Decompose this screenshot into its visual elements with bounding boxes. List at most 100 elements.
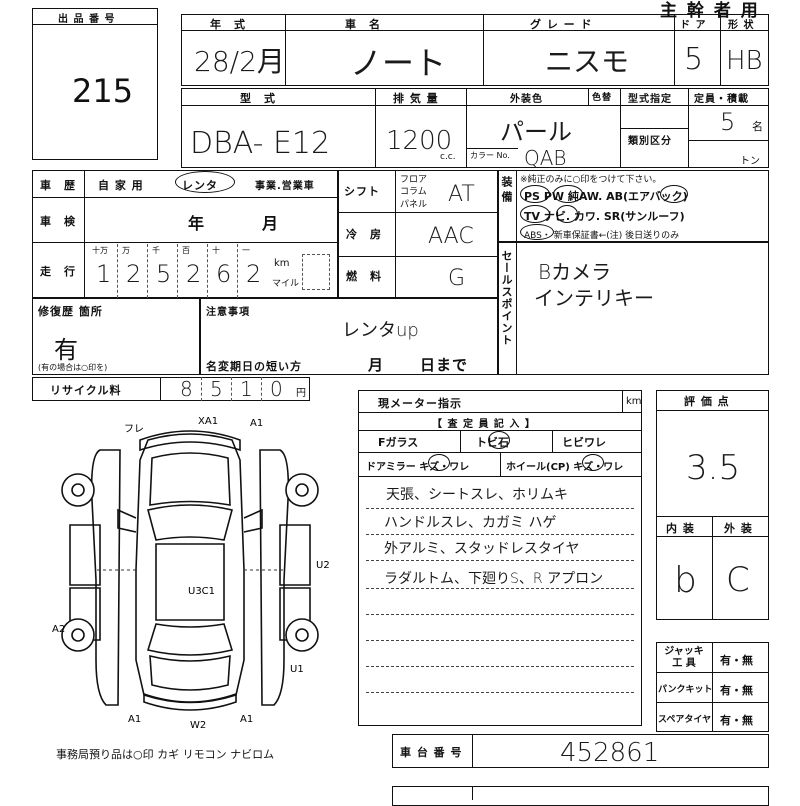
jack-label: ジャッキ 工 具: [664, 646, 704, 669]
mileage-place-label: 一: [242, 246, 250, 255]
short-name-label: 名変期日の短い方: [206, 360, 302, 373]
mark-w2: W2: [190, 720, 206, 731]
ab-circle: [660, 185, 688, 203]
notice-value: レンタup: [342, 320, 419, 341]
capacity-unit: 名: [752, 120, 763, 133]
mileage-unit-mile: マイル: [272, 279, 300, 289]
mark-u1: U1: [290, 664, 304, 675]
mileage-place-label: 万: [122, 246, 130, 255]
notice-box: [200, 298, 498, 375]
inspection-month: 月: [262, 214, 280, 233]
car-name-label: 車 名: [345, 18, 381, 31]
mileage-place-label: 千: [152, 246, 160, 255]
fuel-value: G: [448, 266, 466, 291]
tobi-circle: [488, 431, 510, 449]
mileage-place-label: 百: [182, 246, 190, 255]
notice-day: 日まで: [420, 356, 469, 374]
recycle-label: リサイクル料: [50, 384, 122, 397]
recycle-digit-cell: 5: [202, 377, 232, 401]
inspector-box: [358, 390, 642, 726]
inspection-year: 年: [188, 214, 206, 233]
mileage-digit: 2: [186, 260, 202, 288]
recycle-digit: 0: [270, 377, 283, 401]
shift-column: コラム: [400, 187, 427, 197]
shape-label: 形 状: [728, 20, 755, 31]
bottom-box: [392, 786, 769, 806]
mileage-digit: 5: [156, 260, 172, 288]
recycle-digit: 8: [180, 377, 193, 401]
ac-value: AAC: [428, 224, 474, 249]
mirror-kizu-circle: [428, 454, 450, 471]
mile-checkbox[interactable]: [302, 254, 330, 290]
sales-point-box: [498, 242, 769, 375]
row1-box: [181, 14, 769, 86]
lot-number-box: [32, 8, 158, 160]
shift-value: AT: [448, 182, 475, 207]
sales-point-line2: インテリキー: [534, 286, 654, 310]
exterior-color-value: パール: [500, 118, 572, 146]
capacity-value: 5: [720, 108, 736, 136]
door-value: 5: [684, 42, 704, 77]
ps-circle: [520, 185, 550, 203]
meter-label: 現メーター指示: [378, 397, 462, 410]
mark-u3c1: U3C1: [188, 586, 215, 597]
model-label: 型 式: [240, 92, 276, 105]
left-info-box: [32, 170, 338, 298]
history-label: 車 歴: [40, 179, 76, 192]
mileage-digit: 6: [216, 260, 232, 288]
mark-xa1: XA1: [198, 416, 218, 427]
displacement-value: 1200: [386, 126, 453, 156]
interior-label: 内 装: [666, 522, 695, 535]
color-no-value: QAB: [524, 146, 567, 170]
history-private: 自 家 用: [98, 179, 144, 192]
mark-a2: A2: [52, 624, 65, 635]
type-spec-label: 型式指定: [628, 94, 672, 105]
row2-box: [181, 88, 769, 168]
recycle-box: [32, 377, 310, 401]
door-label: ド ア: [680, 20, 707, 31]
pw-circle: [553, 185, 583, 203]
car-diagram: フレ XA1 A1 U3C1 U2 A2 U1 A1 W2 A1: [52, 416, 330, 731]
inspection-label: 車 検: [40, 215, 76, 228]
inspector-note-3: 外アルミ、スタッドレスタイヤ: [384, 541, 580, 557]
mark-a1-right: A1: [240, 714, 253, 725]
puncture-value: 有・無: [720, 684, 753, 697]
abs-circle: [520, 224, 554, 240]
inspector-note-1: 天張、シートスレ、ホリムキ: [386, 487, 568, 503]
color-no-label: カラー No.: [470, 151, 510, 160]
mileage-unit-km: km: [274, 258, 290, 269]
wheel-label: ホイール(CP) キズ・ワレ: [506, 462, 624, 473]
jack-value: 有・無: [720, 654, 753, 667]
equipment-line3: ABS・ 新車保証書←(注) 後日送りのみ: [524, 231, 680, 241]
mileage-digit: 2: [246, 260, 262, 288]
hibi-label: ヒビワレ: [562, 436, 606, 449]
navi-circle: [556, 205, 578, 223]
repair-note: (有の場合は○印を): [38, 363, 108, 372]
inspector-note-2: ハンドルスレ、カガミ ハゲ: [384, 515, 557, 531]
recycle-digit-cell: 8: [172, 377, 202, 401]
notice-month: 月: [368, 356, 385, 374]
chassis-box: [392, 734, 769, 768]
mid-info-box: [338, 170, 498, 298]
capacity-label: 定員・積載: [694, 94, 749, 105]
repair-value: 有: [54, 336, 78, 364]
repair-box: [32, 298, 200, 375]
notice-label: 注意事項: [206, 307, 250, 318]
mirror-label: ドアミラー キズ・ワレ: [366, 462, 470, 473]
displacement-label: 排 気 量: [393, 92, 439, 105]
color-change-label: 色替: [592, 93, 613, 103]
header-title: 主 幹 者 用: [660, 1, 760, 21]
shape-value: HB: [726, 46, 763, 76]
equipment-label: 装 備: [500, 176, 513, 202]
lot-number-label: 出 品 番 号: [58, 14, 116, 25]
equipment-box: [498, 170, 769, 242]
ac-label: 冷 房: [346, 228, 382, 241]
ton-unit: トン: [740, 156, 760, 167]
fglass-label: Fガラス: [378, 436, 419, 449]
equipment-note: ※純正のみに○印をつけて下さい。: [520, 175, 662, 185]
shift-floor: フロア: [400, 175, 428, 185]
mileage-label: 走 行: [40, 265, 76, 278]
mark-fure: フレ: [124, 424, 144, 435]
shift-label: シフト: [344, 185, 380, 198]
